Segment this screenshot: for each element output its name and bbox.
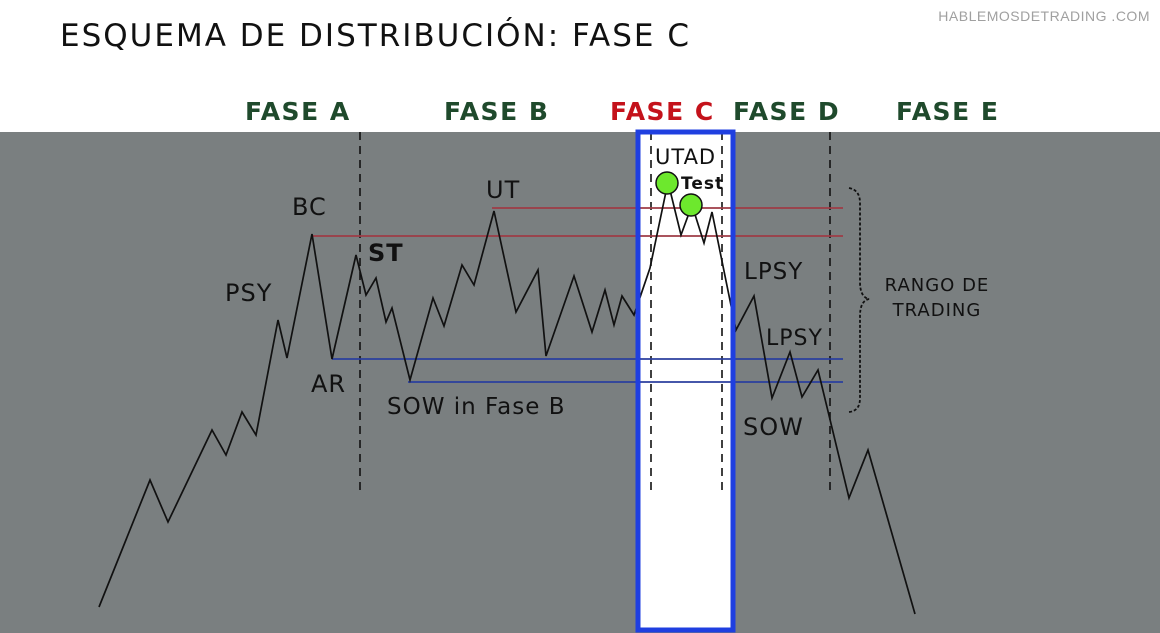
label-st: ST <box>368 239 404 267</box>
phase-c-label: FASE C <box>610 97 715 126</box>
label-ut: UT <box>486 176 520 204</box>
price-path <box>98 181 916 615</box>
phase-a-label: FASE A <box>245 97 351 126</box>
site-watermark: HABLEMOSDETRADING .COM <box>938 8 1150 24</box>
label-sow-fase-b: SOW in Fase B <box>387 394 565 420</box>
phase-d-label: FASE D <box>733 97 841 126</box>
trading-range-brace <box>848 187 870 413</box>
range-label-line-2: TRADING <box>892 300 982 321</box>
utad-marker <box>655 171 679 195</box>
label-sow: SOW <box>743 413 804 441</box>
label-test: Test <box>681 174 724 194</box>
label-ar: AR <box>311 370 346 398</box>
label-bc: BC <box>292 193 327 221</box>
test-marker <box>679 193 703 217</box>
phase-c-highlight-border <box>635 129 736 633</box>
label-utad: UTAD <box>655 145 716 169</box>
phase-b-label: FASE B <box>444 97 550 126</box>
page-title: ESQUEMA DE DISTRIBUCIÓN: FASE C <box>60 18 691 54</box>
range-label-line-1: RANGO DE <box>885 275 990 296</box>
label-psy: PSY <box>225 279 272 307</box>
label-lpsy-1: LPSY <box>744 259 803 285</box>
phase-e-label: FASE E <box>896 97 1000 126</box>
label-lpsy-2: LPSY <box>766 326 823 351</box>
